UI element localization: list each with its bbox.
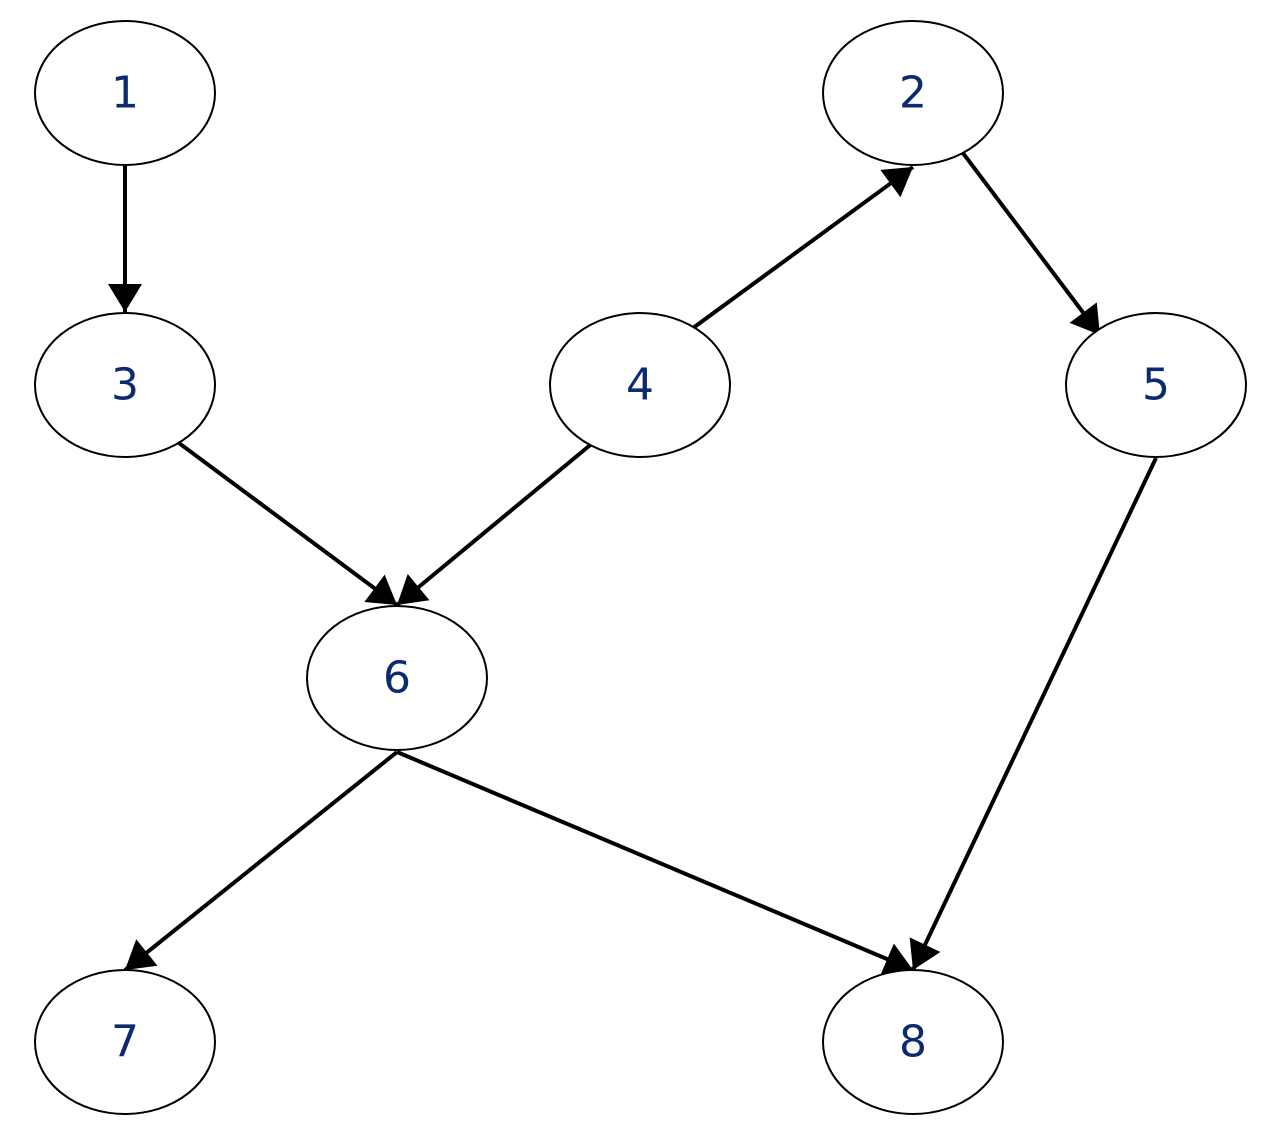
node-label: 6 [383,653,411,704]
node-3: 3 [34,312,216,458]
node-ellipse [34,969,216,1115]
nodes-layer: 1 2 3 4 5 6 7 8 [34,20,1247,1115]
edge-2-to-5 [961,151,1102,337]
node-label: 5 [1142,360,1170,411]
edge-5-to-8 [909,457,1158,971]
node-2: 2 [822,20,1004,166]
node-6: 6 [306,605,488,751]
edges-layer [108,151,1158,975]
node-ellipse [1065,312,1247,458]
node-ellipse [822,969,1004,1115]
edge-6-to-7 [123,750,399,972]
node-8: 8 [822,969,1004,1115]
node-ellipse [306,605,488,751]
node-label: 3 [111,360,139,411]
node-label: 2 [899,68,927,119]
node-ellipse [549,312,731,458]
node-label: 7 [111,1017,139,1068]
node-ellipse [822,20,1004,166]
node-5: 5 [1065,312,1247,458]
node-ellipse [34,312,216,458]
node-ellipse [34,20,216,166]
node-1: 1 [34,20,216,166]
node-label: 4 [626,360,654,411]
node-label: 1 [111,68,139,119]
node-7: 7 [34,969,216,1115]
edge-4-to-6 [395,443,592,607]
edge-4-to-2 [692,165,915,329]
edge-6-to-8 [396,750,914,975]
node-label: 8 [899,1017,927,1068]
node-4: 4 [549,312,731,458]
edge-3-to-6 [177,441,399,607]
